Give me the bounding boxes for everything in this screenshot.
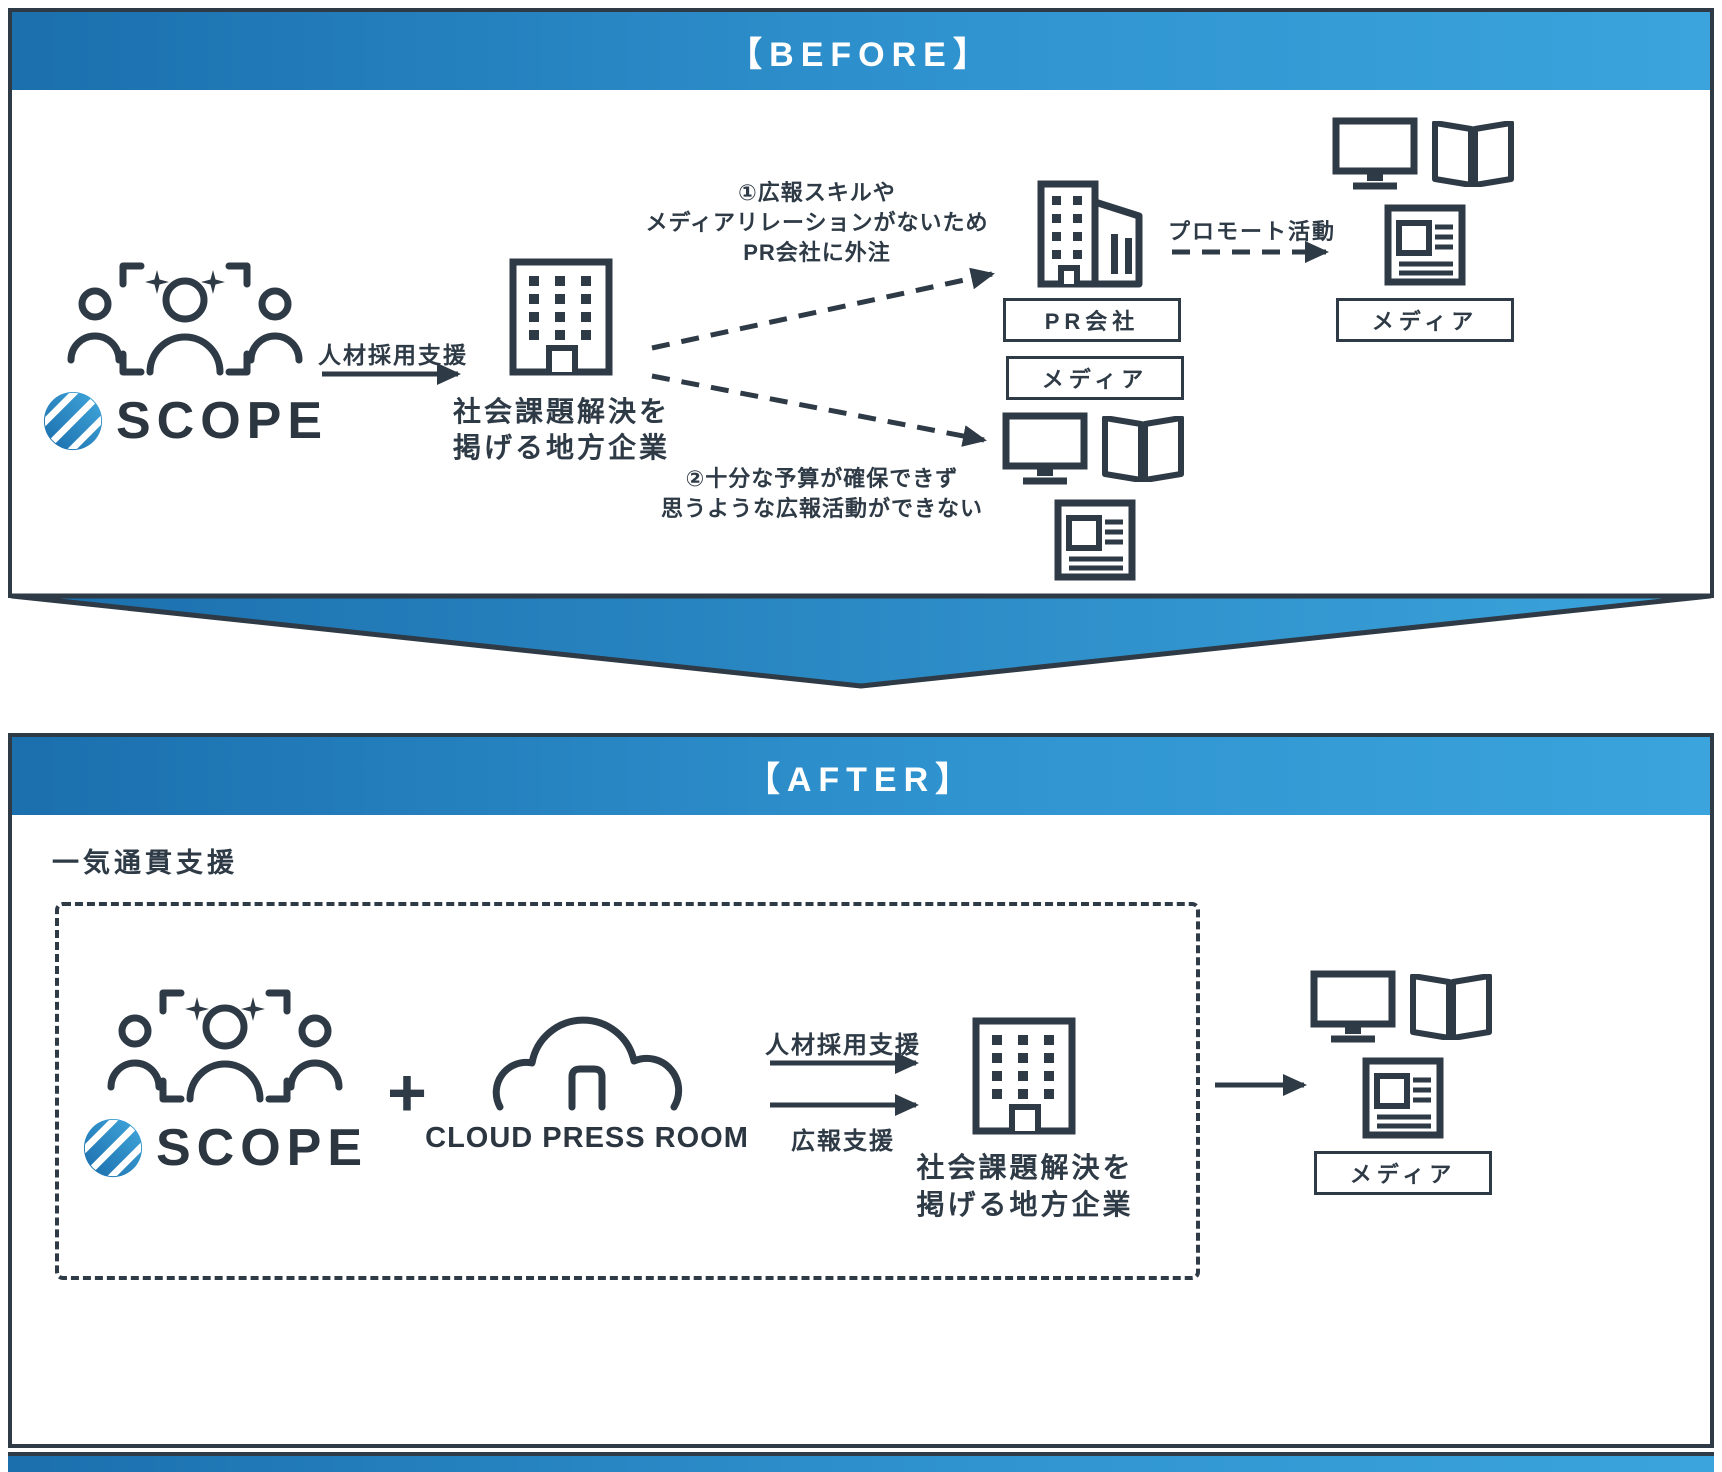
company-caption-line2: 掲げる地方企業 [916, 1189, 1134, 1220]
issue1-note: ①広報スキルや メディアリレーションがないため PR会社に外注 [642, 178, 992, 268]
scope-mark-icon [83, 1118, 143, 1178]
scope-brand-group: SCOPE [43, 260, 322, 452]
open-book-icon [1432, 121, 1514, 187]
before-header: 【BEFORE】 [12, 12, 1710, 90]
company-building-icon [509, 258, 613, 376]
scope-wordmark: SCOPE [155, 1119, 369, 1177]
pr-arrow-label: 広報支援 [791, 1128, 895, 1155]
media-icons-row [1331, 116, 1519, 192]
scope-logo-row: SCOPE [82, 1117, 368, 1179]
media-group-right: メディア [1308, 969, 1498, 1195]
company-caption-line2: 掲げる地方企業 [452, 432, 670, 463]
after-body: 一気通貫支援 [12, 737, 1710, 1444]
cloud-press-room-wordmark: CLOUD PRESS ROOM [425, 1122, 749, 1154]
sparkle-icon [185, 997, 209, 1021]
pr-company-label: PR会社 [1003, 298, 1181, 342]
scope-brand-group: SCOPE [83, 987, 362, 1179]
recruit-arrow-label: 人材採用支援 [318, 342, 468, 368]
sparkle-icon [145, 270, 169, 294]
news-site-icon [1054, 499, 1136, 581]
monitor-icon [1332, 117, 1418, 190]
company-caption-line1: 社会課題解決を [452, 396, 670, 427]
sparkle-icon [201, 270, 225, 294]
company-caption: 社会課題解決を 掲げる地方企業 [915, 1149, 1135, 1223]
media-label: メディア [1314, 1151, 1492, 1195]
pr-buildings-icon [1037, 180, 1143, 288]
media-icons-row [1309, 969, 1497, 1045]
recruit-arrow-label: 人材採用支援 [765, 1032, 921, 1059]
news-site-icon [1362, 1057, 1444, 1139]
open-book-icon [1410, 974, 1492, 1040]
media-label: メディア [1336, 298, 1514, 342]
company-caption: 社会課題解決を 掲げる地方企業 [449, 394, 674, 466]
company-caption-line1: 社会課題解決を [916, 1152, 1134, 1183]
after-header: 【AFTER】 [12, 737, 1710, 815]
media-group-middle: メディア [1000, 356, 1190, 582]
issue2-line1: ②十分な予算が確保できず [685, 466, 959, 491]
cloud-door-icon [492, 1016, 683, 1111]
issue2-note: ②十分な予算が確保できず 思うような広報活動ができない [642, 464, 1002, 524]
pr-company-group: PR会社 [1003, 162, 1181, 342]
after-title: 【AFTER】 [745, 760, 977, 799]
budget-dashed-arrow [651, 373, 987, 447]
scope-mark-icon [43, 391, 103, 451]
before-body: SCOPE 人材採用支援 社会課題解決を 掲げる地方企業 [12, 12, 1710, 594]
plus-sign: + [387, 1055, 427, 1131]
issue1-line1: ①広報スキルや [738, 180, 896, 205]
scope-logo-row: SCOPE [42, 390, 328, 452]
team-icon [107, 989, 343, 1103]
issue1-line2: メディアリレーションがないため [645, 210, 989, 235]
issue2-line2: 思うような広報活動ができない [660, 496, 983, 521]
monitor-icon [1310, 970, 1396, 1043]
news-site-icon [1384, 204, 1466, 286]
team-icon [67, 262, 303, 376]
scope-wordmark: SCOPE [115, 392, 329, 450]
media-group-top-right: メディア [1330, 116, 1520, 342]
sparkle-icon [241, 997, 265, 1021]
transition-down-chevron-icon [9, 593, 1713, 689]
issue1-line3: PR会社に外注 [743, 240, 891, 265]
media-icons-row [1001, 411, 1189, 487]
bottom-blue-bar [8, 1452, 1714, 1472]
monitor-icon [1002, 412, 1088, 485]
after-panel: 【AFTER】 一気通貫支援 [8, 733, 1714, 1448]
open-book-icon [1102, 416, 1184, 482]
integrated-support-label: 一気通貫支援 [52, 848, 238, 878]
company-building-icon [972, 1017, 1076, 1135]
integrated-support-box [55, 902, 1200, 1280]
promote-arrow-label: プロモート活動 [1167, 219, 1336, 244]
cloud-press-room-group: CLOUD PRESS ROOM [425, 999, 748, 1155]
media-label: メディア [1006, 356, 1184, 400]
before-title: 【BEFORE】 [728, 35, 994, 74]
before-panel: 【BEFORE】 [8, 8, 1714, 598]
outsource-dashed-arrow [651, 267, 995, 351]
